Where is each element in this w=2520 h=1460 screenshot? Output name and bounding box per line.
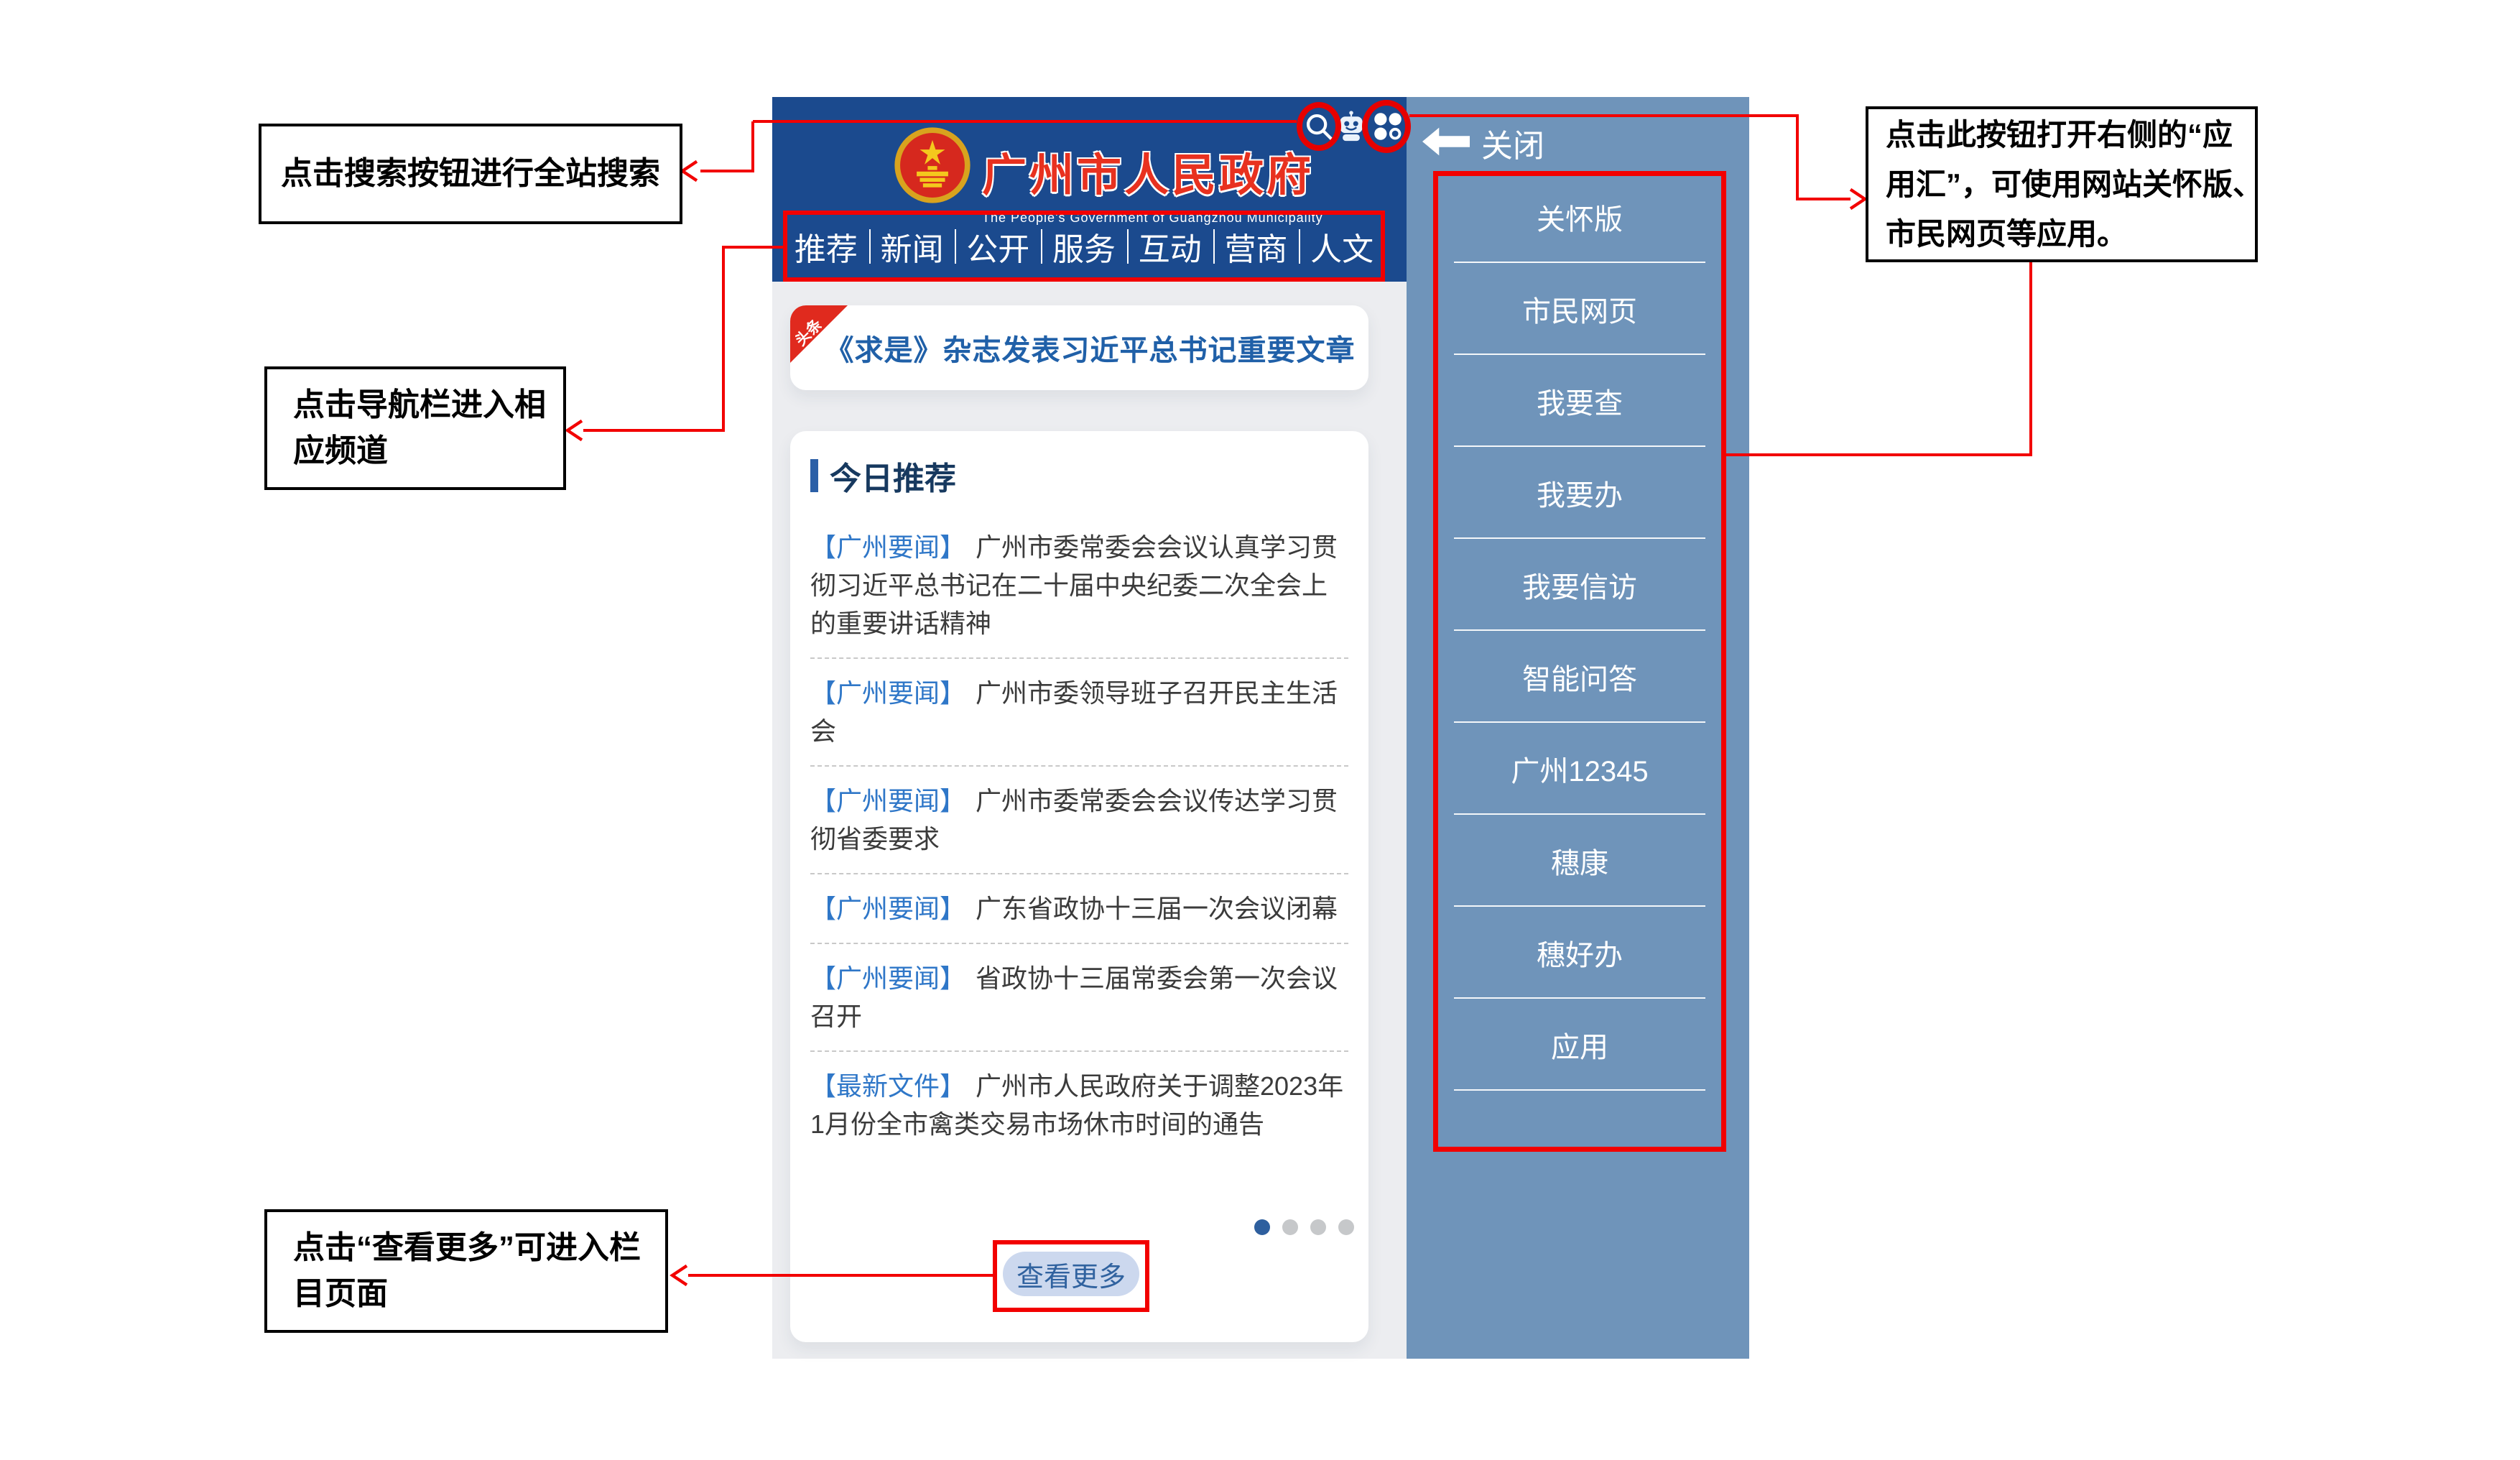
mobile-page: 广州市人民政府 The People's Government of Guang… [772, 97, 1407, 1359]
panel-item-apps[interactable]: 应用 [1433, 999, 1726, 1091]
connector-line [1726, 453, 2032, 456]
tab-interact[interactable]: 互动 [1127, 223, 1213, 269]
annotation-text: 点击“查看更多”可进入栏 [293, 1230, 641, 1265]
panel-item-citizen-page[interactable]: 市民网页 [1433, 263, 1726, 355]
national-emblem-icon [893, 124, 972, 210]
news-category: 【广州要闻】 [810, 786, 966, 816]
carousel-dot[interactable] [1310, 1219, 1326, 1235]
news-title: 省政协十三届常委会第一次会议召开 [810, 964, 1338, 1031]
news-title: 广州市委常委会会议认真学习贯彻习近平总书记在二十届中央纪委二次全会上的重要讲话精… [810, 532, 1338, 638]
site-identity: 广州市人民政府 The People's Government of Guang… [982, 139, 1323, 226]
connector-line [751, 121, 754, 172]
headline-card: 头条 《求是》杂志发表习近平总书记重要文章 [790, 305, 1368, 390]
search-icon[interactable] [1302, 110, 1335, 147]
panel-item-gz12345[interactable]: 广州12345 [1433, 723, 1726, 815]
connector-line [722, 246, 725, 432]
annotation-text: 市民网页等应用。 [1886, 217, 2128, 251]
annotation-search-note: 点击搜索按钮进行全站搜索 [259, 124, 682, 224]
news-item[interactable]: 【广州要闻】广州市委领导班子召开民主生活会 [810, 659, 1348, 767]
annotation-text: 用汇”，可使用网站关怀版、 [1886, 167, 2264, 201]
tab-open-gov[interactable]: 公开 [955, 223, 1041, 269]
news-category: 【广州要闻】 [810, 532, 966, 562]
panel-item-i-want-to-handle[interactable]: 我要办 [1433, 447, 1726, 539]
panel-item-petition[interactable]: 我要信访 [1433, 539, 1726, 631]
section-bar [810, 459, 818, 492]
annotation-more-note: 点击“查看更多”可进入栏 目页面 [264, 1209, 668, 1333]
panel-item-i-want-to-search[interactable]: 我要查 [1433, 355, 1726, 447]
section-title: 今日推荐 [830, 461, 956, 496]
annotation-text: 点击搜索按钮进行全站搜索 [281, 156, 660, 191]
connector-line [2029, 262, 2032, 456]
carousel-dots [1254, 1219, 1354, 1235]
connector-line [1796, 114, 1799, 200]
annotation-nav-note: 点击导航栏进入相 应频道 [264, 366, 566, 490]
news-title: 广州市委常委会会议传达学习贯彻省委要求 [810, 786, 1338, 854]
carousel-dot[interactable] [1338, 1219, 1354, 1235]
news-list: 【广州要闻】广州市委常委会会议认真学习贯彻习近平总书记在二十届中央纪委二次全会上… [810, 513, 1348, 1158]
close-button[interactable]: 关闭 [1422, 120, 1544, 166]
annotation-text: 应频道 [293, 433, 388, 468]
app-hub-panel: 关闭 关怀版 市民网页 我要查 我要办 我要信访 智能问答 广州12345 穗康… [1407, 97, 1749, 1359]
tab-culture[interactable]: 人文 [1299, 223, 1385, 269]
app-hub-list: 关怀版 市民网页 我要查 我要办 我要信访 智能问答 广州12345 穗康 穗好… [1433, 171, 1726, 1152]
today-card: 今日推荐 【广州要闻】广州市委常委会会议认真学习贯彻习近平总书记在二十届中央纪委… [790, 431, 1368, 1342]
section-header: 今日推荐 [810, 453, 1348, 499]
arrowhead-icon [670, 1264, 688, 1287]
back-arrow-icon [1422, 126, 1470, 160]
annotation-apps-note: 点击此按钮打开右侧的“应 用汇”，可使用网站关怀版、 市民网页等应用。 [1866, 106, 2264, 262]
annotation-text: 点击此按钮打开右侧的“应 [1886, 118, 2233, 152]
news-item[interactable]: 【广州要闻】省政协十三届常委会第一次会议召开 [810, 944, 1348, 1052]
annotation-text: 点击导航栏进入相 [293, 387, 546, 422]
annotation-text: 目页面 [293, 1276, 388, 1311]
view-more-button[interactable]: 查看更多 [1003, 1252, 1139, 1296]
news-category: 【最新文件】 [810, 1071, 966, 1101]
connector-line [1797, 198, 1850, 200]
headline-link[interactable]: 《求是》杂志发表习近平总书记重要文章 [825, 335, 1356, 366]
carousel-dot[interactable] [1254, 1219, 1270, 1235]
site-header: 广州市人民政府 The People's Government of Guang… [772, 97, 1407, 282]
robot-assistant-icon[interactable] [1335, 110, 1367, 147]
news-category: 【广州要闻】 [810, 964, 966, 993]
app-hub-icon[interactable] [1371, 110, 1404, 147]
carousel-dot[interactable] [1282, 1219, 1298, 1235]
panel-item-smart-qa[interactable]: 智能问答 [1433, 631, 1726, 723]
tab-services[interactable]: 服务 [1041, 223, 1127, 269]
news-title: 广州市人民政府关于调整2023年1月份全市禽类交易市场休市时间的通告 [810, 1071, 1344, 1139]
news-item[interactable]: 【广州要闻】广东省政协十三届一次会议闭幕 [810, 874, 1348, 944]
panel-item-suihaoban[interactable]: 穗好办 [1433, 907, 1726, 999]
news-item[interactable]: 【广州要闻】广州市委常委会会议认真学习贯彻习近平总书记在二十届中央纪委二次全会上… [810, 513, 1348, 659]
close-label: 关闭 [1481, 129, 1544, 164]
news-title: 广东省政协十三届一次会议闭幕 [976, 894, 1338, 923]
connector-line [583, 429, 725, 432]
connector-line [700, 170, 754, 172]
news-category: 【广州要闻】 [810, 894, 966, 923]
site-title: 广州市人民政府 [982, 151, 1315, 200]
tab-recommend[interactable]: 推荐 [794, 231, 858, 267]
tab-business[interactable]: 营商 [1213, 223, 1300, 269]
main-nav: 推荐 新闻 公开 服务 互动 营商 人文 [783, 211, 1385, 282]
news-title: 广州市委领导班子召开民主生活会 [810, 678, 1338, 746]
news-item[interactable]: 【广州要闻】广州市委常委会会议传达学习贯彻省委要求 [810, 767, 1348, 874]
news-item[interactable]: 【最新文件】广州市人民政府关于调整2023年1月份全市禽类交易市场休市时间的通告 [810, 1052, 1348, 1158]
news-category: 【广州要闻】 [810, 678, 966, 708]
tab-news[interactable]: 新闻 [869, 223, 955, 269]
panel-item-care-version[interactable]: 关怀版 [1433, 171, 1726, 263]
panel-item-suikang[interactable]: 穗康 [1433, 815, 1726, 907]
